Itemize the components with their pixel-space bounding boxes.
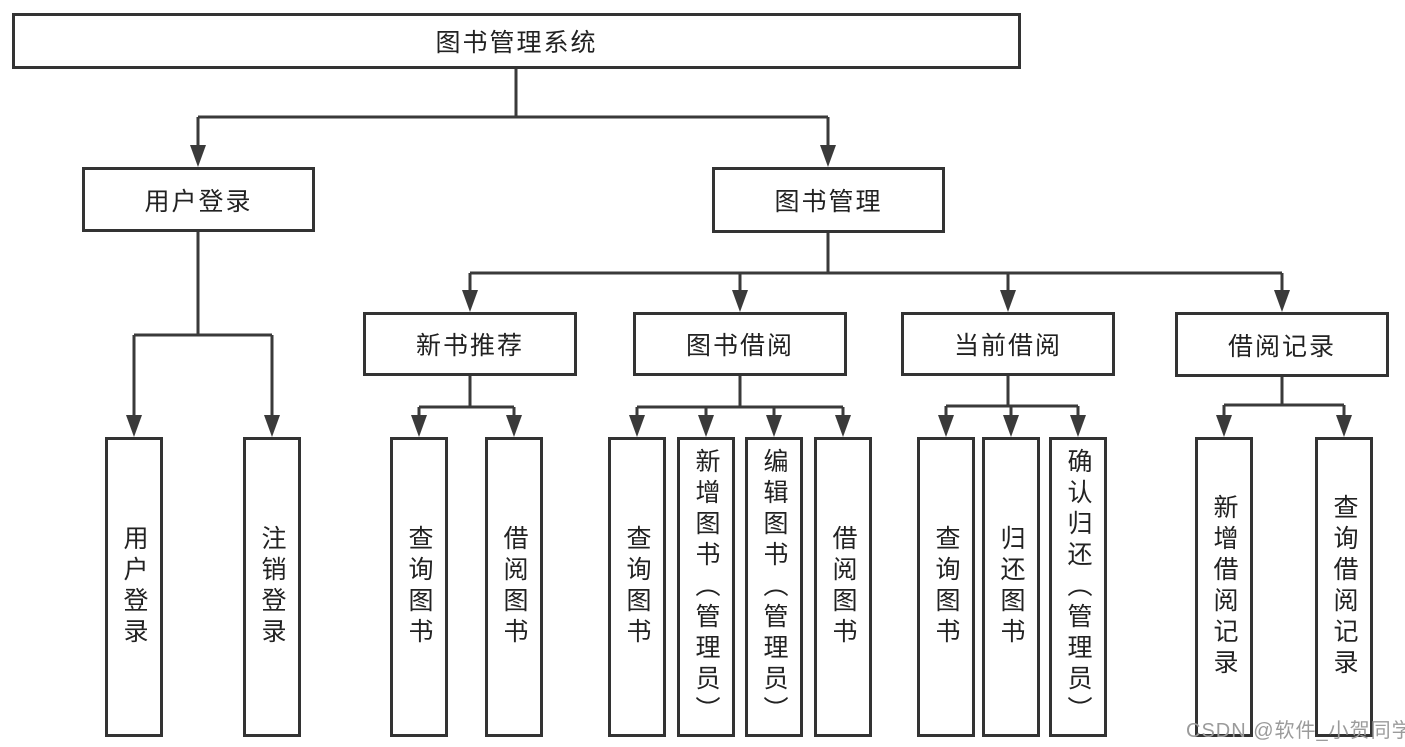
leaf-query-book: 查询图书 bbox=[390, 437, 448, 737]
node-label: 图书借阅 bbox=[685, 332, 794, 360]
node-label: 当前借阅 bbox=[953, 332, 1062, 360]
leaf-query-book: 查询图书 bbox=[608, 437, 666, 737]
leaf-label: 确认归还（管理员） bbox=[1064, 447, 1092, 727]
node-new-book-recommend: 新书推荐 bbox=[363, 312, 577, 376]
leaf-label: 新增图书（管理员） bbox=[692, 447, 720, 727]
leaf-return-book: 归还图书 bbox=[982, 437, 1040, 737]
csdn-watermark: CSDN @软件_小贺同学 bbox=[1186, 720, 1405, 742]
leaf-label: 用户登录 bbox=[120, 525, 148, 649]
node-book-management: 图书管理 bbox=[712, 167, 945, 233]
node-library-system: 图书管理系统 bbox=[12, 13, 1021, 69]
leaf-label: 查询图书 bbox=[623, 525, 651, 649]
leaf-user-login: 用户登录 bbox=[105, 437, 163, 737]
leaf-edit-book-admin: 编辑图书（管理员） bbox=[745, 437, 803, 737]
leaf-label: 借阅图书 bbox=[500, 525, 528, 649]
leaf-label: 编辑图书（管理员） bbox=[760, 447, 788, 727]
leaf-confirm-return-admin: 确认归还（管理员） bbox=[1049, 437, 1107, 737]
leaf-label: 新增借阅记录 bbox=[1210, 494, 1238, 680]
leaf-label: 查询借阅记录 bbox=[1330, 494, 1358, 680]
leaf-label: 注销登录 bbox=[258, 525, 286, 649]
leaf-logout: 注销登录 bbox=[243, 437, 301, 737]
leaf-query-book: 查询图书 bbox=[917, 437, 975, 737]
node-book-borrow: 图书借阅 bbox=[633, 312, 847, 376]
node-current-borrow: 当前借阅 bbox=[901, 312, 1115, 376]
node-label: 图书管理系统 bbox=[435, 29, 598, 57]
leaf-borrow-book: 借阅图书 bbox=[485, 437, 543, 737]
leaf-query-borrow-record: 查询借阅记录 bbox=[1315, 437, 1373, 737]
leaf-borrow-book: 借阅图书 bbox=[814, 437, 872, 737]
leaf-label: 查询图书 bbox=[932, 525, 960, 649]
arrow-down-icons bbox=[126, 145, 1352, 437]
leaf-label: 归还图书 bbox=[997, 525, 1025, 649]
tree-edges bbox=[132, 69, 1346, 416]
leaf-label: 查询图书 bbox=[405, 525, 433, 649]
node-label: 新书推荐 bbox=[415, 332, 524, 360]
leaf-label: 借阅图书 bbox=[829, 525, 857, 649]
node-label: 图书管理 bbox=[774, 188, 883, 216]
node-user-login: 用户登录 bbox=[82, 167, 315, 232]
node-label: 借阅记录 bbox=[1227, 332, 1336, 361]
node-borrow-records: 借阅记录 bbox=[1175, 312, 1389, 377]
leaf-add-borrow-record: 新增借阅记录 bbox=[1195, 437, 1253, 737]
node-label: 用户登录 bbox=[144, 187, 253, 216]
leaf-add-book-admin: 新增图书（管理员） bbox=[677, 437, 735, 737]
